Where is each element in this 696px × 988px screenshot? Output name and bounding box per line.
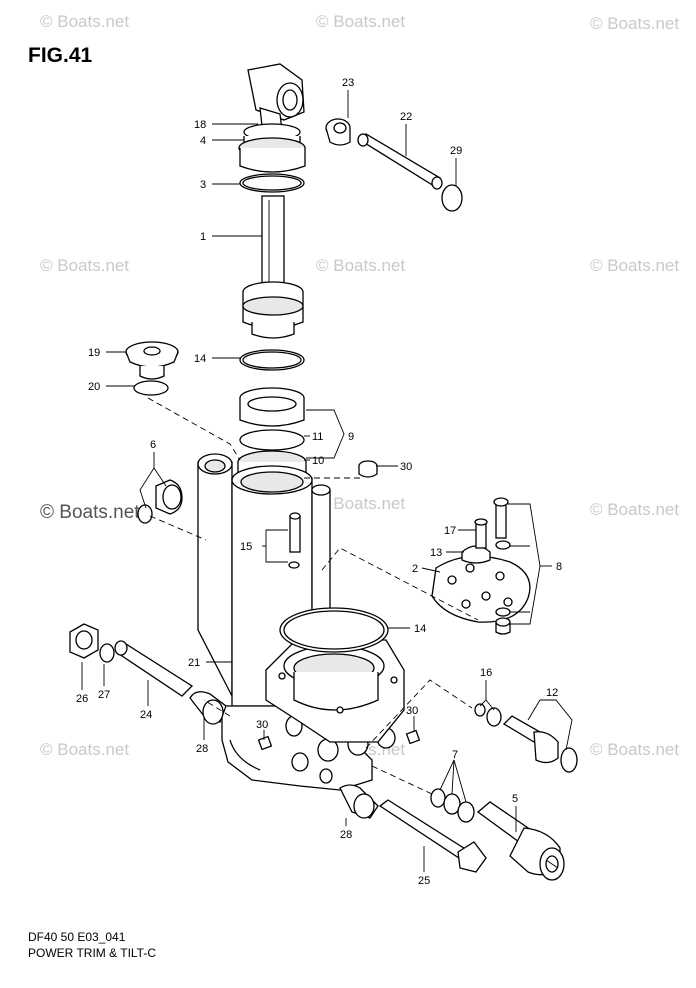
callout-29: 29 xyxy=(450,145,462,157)
plug-part xyxy=(257,735,273,751)
callout-2: 2 xyxy=(412,563,418,575)
nut-part xyxy=(69,623,99,659)
watermark: © Boats.net xyxy=(590,256,680,275)
callout-11: 11 xyxy=(312,431,323,443)
callout-12: 12 xyxy=(546,687,558,699)
figure-name: POWER TRIM & TILT-C xyxy=(28,946,157,960)
callout-18: 18 xyxy=(194,119,206,131)
watermark: © Boats.net xyxy=(590,500,680,519)
watermark: © Boats.net xyxy=(316,12,406,31)
pin-part xyxy=(114,640,194,697)
rod-eye-part xyxy=(247,63,305,131)
watermark: © Boats.net xyxy=(590,14,680,33)
watermark: © Boats.net xyxy=(40,502,140,523)
callout-13: 13 xyxy=(430,547,442,559)
callout-30: 30 xyxy=(256,719,268,731)
check-valve-part xyxy=(461,518,491,564)
figure-code: DF40 50 E03_041 xyxy=(28,930,126,944)
watermark: © Boats.net xyxy=(40,12,130,31)
callout-15: 15 xyxy=(240,541,252,553)
callout-25: 25 xyxy=(418,875,430,887)
snap-ring-part xyxy=(441,184,463,212)
callout-14: 14 xyxy=(194,353,206,365)
callout-22: 22 xyxy=(400,111,412,123)
o-ring-part xyxy=(430,788,446,808)
bushing-part xyxy=(189,691,227,725)
plug-part xyxy=(125,341,179,380)
free-piston-part xyxy=(239,387,305,427)
plug-part xyxy=(405,729,421,745)
callout-6: 6 xyxy=(150,439,156,451)
pin-part xyxy=(288,512,301,569)
callout-5: 5 xyxy=(512,793,518,805)
callout-24: 24 xyxy=(140,709,152,721)
callout-19: 19 xyxy=(88,347,100,359)
callout-3: 3 xyxy=(200,179,206,191)
manual-valve-part xyxy=(502,715,578,773)
o-ring-part xyxy=(239,429,305,451)
o-ring-part xyxy=(242,175,302,191)
callout-28: 28 xyxy=(340,829,352,841)
callout-27: 27 xyxy=(98,689,110,701)
callout-26: 26 xyxy=(76,693,88,705)
bushing-part xyxy=(339,784,379,819)
callout-20: 20 xyxy=(88,381,100,393)
callout-8: 8 xyxy=(556,561,562,573)
manifold-plate-part xyxy=(431,555,531,623)
bolt-part xyxy=(378,799,487,873)
watermark: © Boats.net xyxy=(40,740,130,759)
o-ring-part xyxy=(486,707,502,727)
callout-17: 17 xyxy=(444,525,456,537)
plug-part xyxy=(155,479,183,515)
callout-1: 1 xyxy=(200,231,206,243)
callout-28: 28 xyxy=(196,743,208,755)
o-ring-part xyxy=(474,703,486,717)
o-ring-part xyxy=(137,504,153,524)
figure-title: FIG.41 xyxy=(28,44,93,67)
o-ring-part xyxy=(242,351,302,369)
callout-9: 9 xyxy=(348,431,354,443)
valve-assembly-part xyxy=(476,801,565,881)
o-ring-part xyxy=(457,801,475,823)
callout-4: 4 xyxy=(200,135,206,147)
cylinder-cap-part xyxy=(238,123,306,173)
callout-14: 14 xyxy=(414,623,426,635)
bushing-part xyxy=(325,118,351,146)
o-ring-part xyxy=(133,380,169,396)
washer-part xyxy=(99,643,115,663)
watermark: © Boats.net xyxy=(40,256,130,275)
callout-7: 7 xyxy=(452,749,458,761)
o-ring-part xyxy=(283,610,385,650)
screw-part xyxy=(493,497,511,635)
plug-part xyxy=(358,460,378,478)
callout-30: 30 xyxy=(406,705,418,717)
watermark: © Boats.net xyxy=(590,740,680,759)
callout-10: 10 xyxy=(312,455,324,467)
watermark: © Boats.net xyxy=(316,494,406,513)
callout-30: 30 xyxy=(400,461,412,473)
watermark: © Boats.net xyxy=(316,256,406,275)
callout-23: 23 xyxy=(342,77,354,89)
callout-16: 16 xyxy=(480,667,492,679)
pin-part xyxy=(357,133,443,190)
callout-21: 21 xyxy=(188,657,200,669)
piston-rod-part xyxy=(242,195,304,339)
